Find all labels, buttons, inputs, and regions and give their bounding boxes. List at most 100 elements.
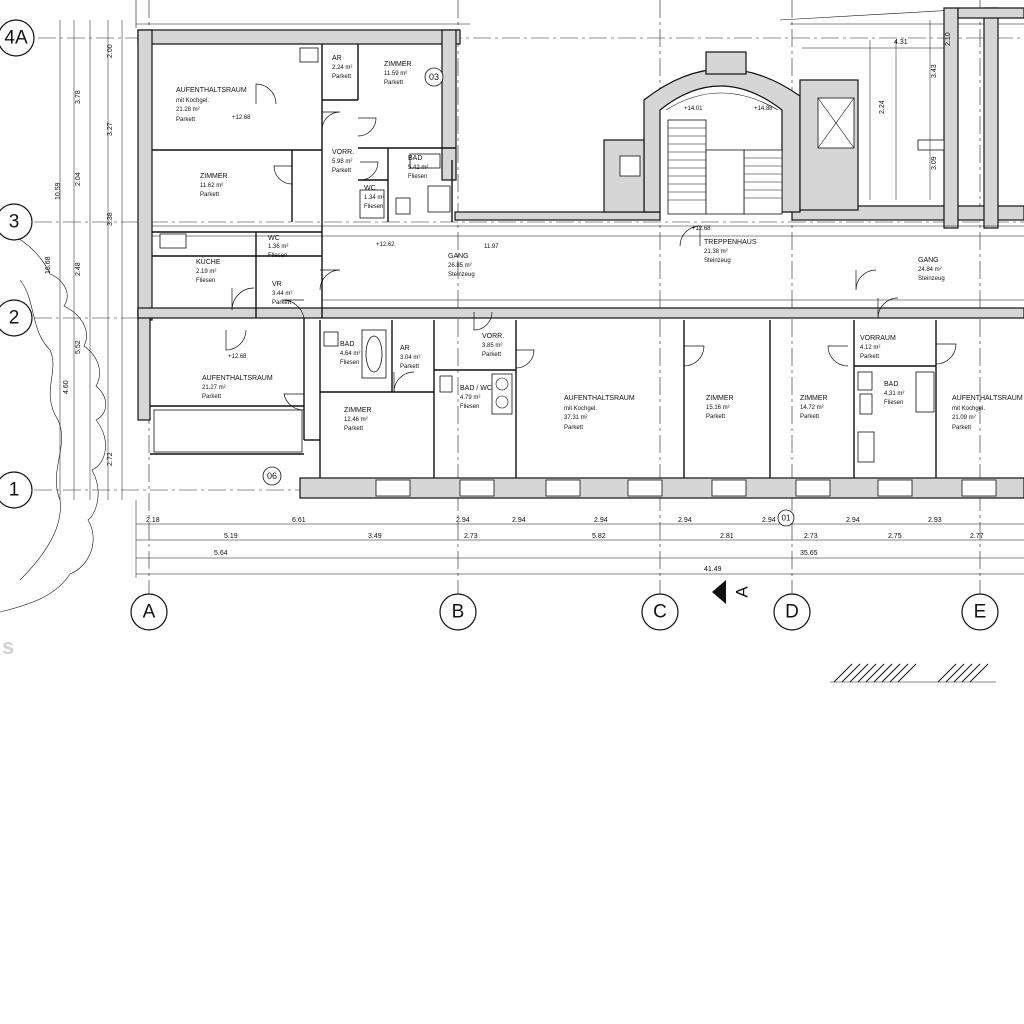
grid-col-bubbles: A B C D E [130,593,999,631]
room-area: 4.79 m² [460,395,480,401]
dim-text: 5.52 [75,340,82,354]
room-name: VORR. [332,149,354,156]
room-label: VORR. 5.98 m² Parkett [332,149,354,174]
room-name: AUFENTHALTSRAUM [202,375,273,382]
grid-row-label: 1 [9,480,20,501]
dimension-texts: 2.18 6.61 2.94 2.94 2.94 2.94 2.94 2.94 … [45,32,984,573]
level-marker: 11.97 [484,244,499,250]
corridor-lines [152,225,1024,301]
room-floor: Steinzeug [448,272,475,278]
dim-text: 16.68 [45,256,52,274]
fixtures [153,47,945,463]
grid-bubble-col-e: E [961,593,999,631]
room-floor: Parkett [332,74,351,80]
level-marker: +14.88 [754,106,773,112]
section-marker-label: A [733,586,752,598]
room-name: AR [332,55,342,62]
dim-text: 2.73 [804,533,818,540]
dim-text: 2.24 [879,100,886,114]
room-floor: Fliesen [364,204,383,210]
room-floor: Parkett [384,80,403,86]
dim-text: 35.65 [800,550,818,557]
room-area: 3.44 m² [272,291,292,297]
room-name: GANG [448,253,469,260]
dim-text: 2.94 [762,517,776,524]
room-floor: Fliesen [408,174,427,180]
dim-text: 2.48 [75,262,82,276]
room-name: ZIMMER [706,395,734,402]
room-area: 26.85 m² [448,263,472,269]
room-floor: Parkett [344,426,363,432]
south-windows [375,479,997,497]
room-label: VORRAUM 4.12 m² Parkett [860,335,896,360]
room-label: ZIMMER 15.16 m² Parkett [706,395,734,420]
top-edge-lines [135,0,1024,28]
room-name: GANG [918,257,939,264]
level-marker: +14.01 [684,106,703,112]
grid-bubble-row-2: 2 [0,299,33,337]
room-area: 1.36 m² [268,244,288,250]
room-area: 2.19 m² [196,269,216,275]
room-label: AUFENTHALTSRAUM mit Kochgel. 21.09 m² Pa… [952,395,1023,431]
door-swings [225,83,957,411]
room-name: AR [400,345,410,352]
room-label: WC 1.34 m² Fliesen [364,185,384,210]
dim-text: 2.81 [720,533,734,540]
grid-bubble-row-4a: 4A [0,19,35,57]
room-area: 3.85 m² [482,343,502,349]
room-area: 5.98 m² [332,159,352,165]
room-name: AUFENTHALTSRAUM [176,87,247,94]
room-floor: Fliesen [196,278,215,284]
grid-row-label: 4A [4,28,28,49]
room-name: TREPPENHAUS [704,239,757,246]
room-floor: Parkett [202,394,221,400]
room-label: VR 3.44 m² Parkett [272,281,292,306]
room-label: GANG 26.85 m² Steinzeug [448,253,475,278]
room-name: VR [272,281,282,288]
dim-text: 2.10 [945,32,952,46]
room-area: 37.31 m² [564,415,588,421]
grid-row-label: 2 [9,308,20,329]
room-name: VORR. [482,333,504,340]
dim-text: 3.09 [931,156,938,170]
room-label: BAD 4.31 m² Fliesen [884,381,904,406]
dim-text: 2.94 [594,517,608,524]
room-subtitle: mit Kochgel. [952,406,985,412]
room-label: KÜCHE 2.19 m² Fliesen [196,258,221,284]
dim-text: 2.04 [75,172,82,186]
room-label: ZIMMER 11.62 m² Parkett [200,173,228,198]
grid-col-label: B [452,602,465,623]
room-label: BAD 4.64 m² Fliesen [340,341,360,366]
room-label: AR 3.04 m² Parkett [400,345,420,370]
room-floor: Parkett [176,117,195,123]
dim-text: 2.00 [107,44,114,58]
room-name: ZIMMER [344,407,372,414]
dim-text: 5.82 [592,533,606,540]
room-name: AUFENTHALTSRAUM [952,395,1023,402]
room-floor: Parkett [200,192,219,198]
room-name: AUFENTHALTSRAUM [564,395,635,402]
room-area: 11.59 m² [384,71,407,77]
grid-bubble-col-d: D [773,593,811,631]
room-area: 21.38 m² [704,249,728,255]
dim-text: 2.93 [928,517,942,524]
room-name: WC [268,235,280,242]
room-label: WC 1.36 m² Fliesen [268,235,288,259]
grid-bubble-col-a: A [130,593,168,631]
room-floor: Fliesen [884,400,903,406]
dim-text: 2.94 [456,517,470,524]
dim-text: 3.38 [107,212,114,226]
room-floor: Parkett [706,414,725,420]
ground-hatching [830,663,996,683]
faded-label: s [2,634,14,659]
level-marker: +12.68 [232,115,251,121]
room-name: ZIMMER [384,61,412,68]
room-labels: AUFENTHALTSRAUM mit Kochgel. 21.28 m² Pa… [176,55,1023,432]
room-area: 1.34 m² [364,195,384,201]
room-label: TREPPENHAUS 21.38 m² Steinzeug [704,239,757,264]
room-label: BAD / WC 4.79 m² Fliesen [460,385,492,410]
stair-treads [667,119,783,215]
dim-text: 2.18 [146,517,160,524]
room-area: 24.84 m² [918,267,942,273]
room-area: 21.28 m² [176,107,200,113]
